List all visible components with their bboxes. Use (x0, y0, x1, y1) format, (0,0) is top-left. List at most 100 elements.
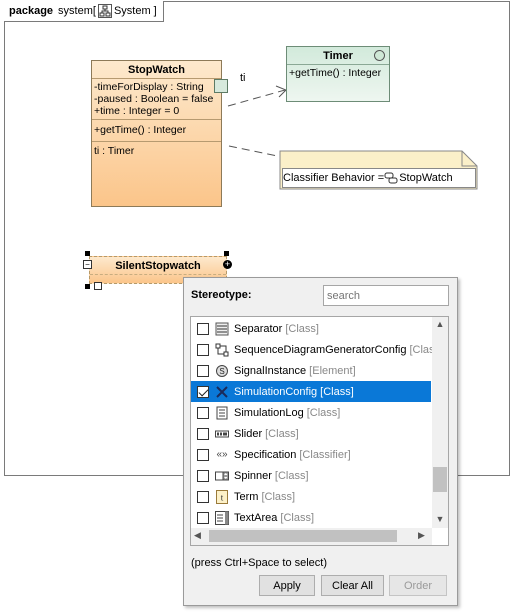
item-name: Term (234, 490, 259, 503)
item-name: TextArea (234, 511, 278, 524)
scroll-thumb[interactable] (433, 467, 447, 492)
checkbox[interactable] (197, 406, 209, 419)
item-meta: [Class] (285, 322, 319, 335)
spinner-icon (215, 469, 229, 483)
item-meta: [Class] (261, 490, 296, 503)
attribute-timefordisplay[interactable]: -timeForDisplay : String (94, 81, 204, 93)
item-meta: [Class] (274, 469, 309, 482)
attribute-time[interactable]: +time : Integer = 0 (94, 105, 180, 117)
svg-text:S: S (219, 367, 224, 376)
attributes-compartment: -timeForDisplay : String -paused : Boole… (92, 79, 221, 120)
resize-handle-ne[interactable] (224, 251, 229, 256)
note-prefix: Classifier Behavior = (283, 172, 385, 184)
log-icon (215, 406, 229, 420)
sequence-config-icon (215, 343, 229, 357)
item-name: SimulationLog (234, 406, 304, 419)
timer-class[interactable]: Timer +getTime() : Integer (286, 46, 390, 102)
note-value: StopWatch (399, 172, 453, 184)
operations-compartment: +getTime() : Integer (92, 120, 221, 142)
package-name: system (58, 5, 93, 17)
operation-gettime[interactable]: +getTime() : Integer (289, 67, 382, 79)
hscroll-thumb[interactable] (209, 530, 397, 542)
scroll-right-icon[interactable]: ▶ (418, 530, 425, 540)
order-button[interactable]: Order (389, 575, 447, 596)
item-meta: [Class] (265, 427, 299, 440)
operations-compartment: +getTime() : Integer (287, 65, 389, 81)
vertical-scrollbar[interactable]: ▲ ▼ (432, 317, 448, 528)
item-name: SequenceDiagramGeneratorConfig (234, 343, 407, 356)
list-item-spinner[interactable]: Spinner [Class] (191, 465, 431, 486)
item-meta: [Class] (280, 511, 315, 524)
clear-all-button[interactable]: Clear All (321, 575, 384, 596)
item-name: SimulationConfig (234, 385, 318, 398)
checkbox[interactable] (197, 469, 209, 482)
checkbox[interactable] (197, 343, 209, 356)
checkbox[interactable] (197, 511, 209, 524)
checkbox[interactable] (197, 490, 209, 503)
stereotype-label: Stereotype: (191, 289, 252, 301)
slider-icon (215, 427, 229, 441)
hint-text: (press Ctrl+Space to select) (191, 557, 328, 569)
bracket-open: [ (92, 5, 96, 17)
parts-compartment: ti : Timer (92, 142, 221, 159)
item-meta: [Element] (309, 364, 356, 377)
class-name: StopWatch (92, 61, 221, 79)
list-item-separator[interactable]: Separator [Class] (191, 318, 431, 339)
port-label: ti (240, 72, 246, 84)
list-item-simulationconfig[interactable]: SimulationConfig [Class] (191, 381, 431, 402)
svg-text:t: t (221, 492, 224, 502)
list-item-simulationlog[interactable]: SimulationLog [Class] (191, 402, 431, 423)
add-icon[interactable]: + (223, 259, 232, 269)
list-item-textarea[interactable]: TextArea [Class] (191, 507, 431, 528)
resize-handle-sw[interactable] (85, 284, 90, 289)
item-name: Slider (234, 427, 263, 440)
smart-manipulator-icon[interactable] (94, 282, 102, 290)
state-machine-icon (384, 172, 398, 184)
item-name: SignalInstance (234, 364, 307, 377)
list-item-sequencediagramgeneratorconfig[interactable]: SequenceDiagramGeneratorConfig [Class (191, 339, 440, 360)
operation-gettime[interactable]: +getTime() : Integer (94, 124, 187, 136)
scroll-down-icon[interactable]: ▼ (435, 514, 445, 524)
class-name: Timer (287, 47, 389, 65)
dependency-arrow[interactable] (227, 85, 287, 107)
classifier-behavior-note[interactable]: Classifier Behavior = StopWatch (282, 168, 476, 188)
list-item-signalinstance[interactable]: S SignalInstance [Element] (191, 360, 431, 381)
attribute-paused[interactable]: -paused : Boolean = false (94, 93, 214, 105)
class-name: SilentStopwatch (90, 257, 226, 275)
search-input[interactable] (323, 285, 449, 306)
item-name: Specification (234, 448, 297, 461)
checkbox[interactable] (197, 448, 209, 461)
checkbox[interactable] (197, 322, 209, 335)
port[interactable] (214, 79, 228, 93)
scroll-up-icon[interactable]: ▲ (435, 319, 445, 329)
list-item-specification[interactable]: «» Specification [Classifier] (191, 444, 431, 465)
collapse-icon[interactable]: − (83, 260, 92, 269)
item-meta: [Class] (306, 406, 341, 419)
specification-icon: «» (216, 449, 228, 460)
checkbox[interactable] (197, 385, 209, 398)
apply-button[interactable]: Apply (259, 575, 315, 596)
stopwatch-class[interactable]: StopWatch -timeForDisplay : String -paus… (91, 60, 222, 207)
resize-handle-nw[interactable] (85, 251, 90, 256)
active-class-icon (374, 50, 385, 61)
package-header[interactable]: package system [ System ] (4, 1, 164, 22)
term-icon: t (215, 489, 229, 504)
item-name: Spinner (234, 469, 272, 482)
diagram-name: System (113, 5, 151, 17)
note-anchor-line[interactable] (228, 145, 283, 158)
checkbox[interactable] (197, 364, 209, 377)
part-ti[interactable]: ti : Timer (94, 145, 135, 157)
package-keyword: package (9, 5, 54, 17)
checkbox[interactable] (197, 427, 209, 440)
bracket-close: ] (153, 5, 157, 17)
textarea-icon (215, 510, 229, 525)
silentstopwatch-class[interactable]: SilentStopwatch (89, 256, 227, 284)
diagram-icon (97, 4, 112, 18)
signal-icon: S (215, 364, 229, 378)
list-item-term[interactable]: t Term [Class] (191, 486, 431, 507)
simulation-config-icon (215, 385, 229, 399)
horizontal-scrollbar[interactable]: ◀ ▶ (191, 528, 432, 545)
list-item-slider[interactable]: Slider [Class] (191, 423, 431, 444)
scroll-left-icon[interactable]: ◀ (194, 530, 201, 540)
separator-icon (215, 322, 229, 336)
